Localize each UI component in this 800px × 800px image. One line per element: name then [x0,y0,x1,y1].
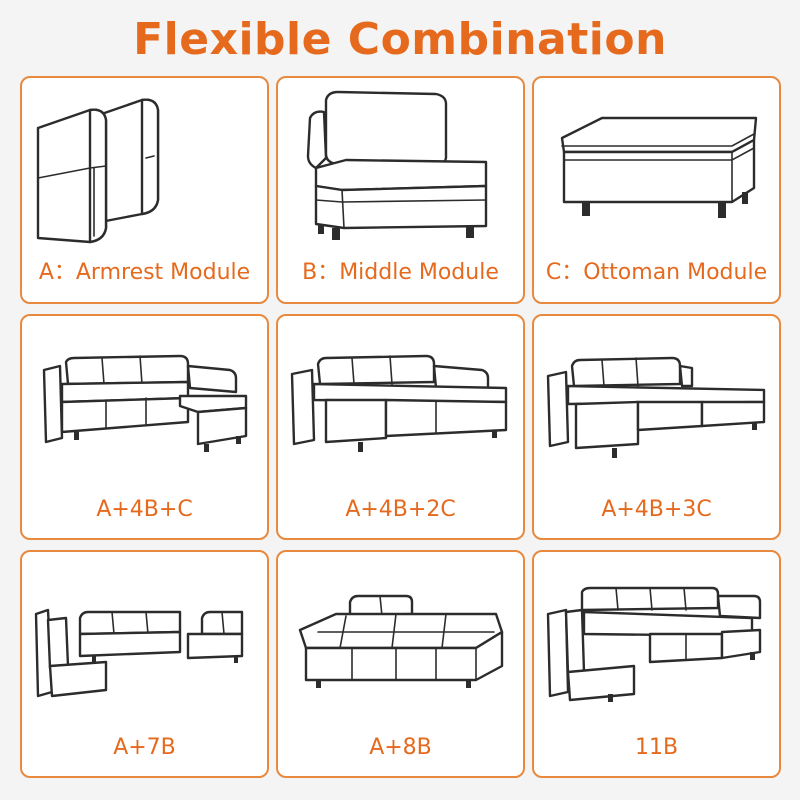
sectional-sofa-icon [34,608,244,698]
ottoman-module-icon [560,116,758,218]
combination-grid: A：Armrest Module B：Middle Module [20,76,781,778]
sectional-sofa-icon [546,356,766,458]
armrest-module-icon [36,98,160,244]
caption-a-4b-c: A+4B+C [96,497,193,522]
card-armrest-module: A：Armrest Module [20,76,269,304]
caption-a-4b-2c: A+4B+2C [345,497,456,522]
card-combo-a-7b: A+7B [20,550,269,778]
card-combo-a-8b: A+8B [276,550,525,778]
sectional-sofa-icon [42,354,248,452]
caption-armrest-module: A：Armrest Module [38,260,251,285]
card-combo-11b: 11B [532,550,781,778]
sectional-sofa-icon [546,586,762,702]
card-combo-a-4b-c: A+4B+C [20,314,269,540]
caption-11b: 11B [634,735,679,760]
caption-a-4b-3c: A+4B+3C [601,497,712,522]
sectional-sofa-icon [290,354,508,452]
sofa-bed-icon [298,594,504,688]
caption-middle-module: B：Middle Module [302,260,499,285]
card-combo-a-4b-3c: A+4B+3C [532,314,781,540]
caption-a-8b: A+8B [369,735,432,760]
caption-ottoman-module: C：Ottoman Module [545,260,768,285]
middle-module-icon [306,90,488,240]
card-combo-a-4b-2c: A+4B+2C [276,314,525,540]
card-ottoman-module: C：Ottoman Module [532,76,781,304]
caption-a-7b: A+7B [113,735,176,760]
page-title: Flexible Combination [133,14,667,65]
card-middle-module: B：Middle Module [276,76,525,304]
